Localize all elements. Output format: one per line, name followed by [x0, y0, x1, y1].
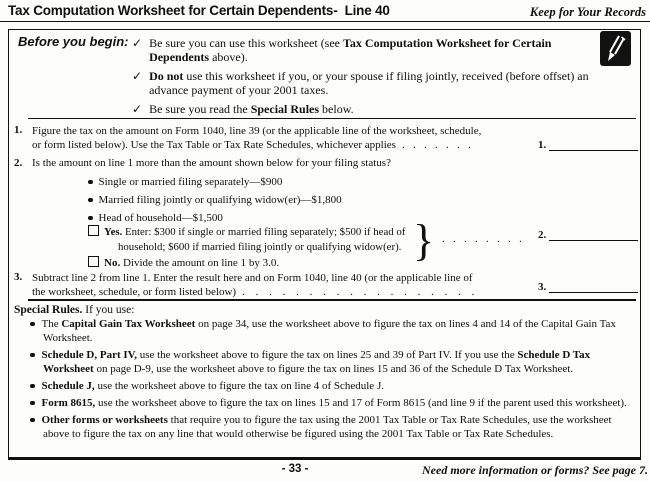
- special-rules-heading: Special Rules. If you use:: [14, 304, 134, 316]
- keep-for-records-note: Keep for Your Records: [529, 5, 646, 19]
- line-1-text-row: or form listed below). Use the Tax Table…: [32, 138, 572, 152]
- line-1-entry-label: 1.: [538, 139, 547, 151]
- footer-page-number: - 33 -: [281, 463, 309, 475]
- special-rules-item: The Capital Gain Tax Worksheet on page 3…: [30, 317, 634, 345]
- bullet-icon: [30, 321, 35, 326]
- text-segment: household; $600 if married filing jointl…: [118, 240, 402, 253]
- text-segment: that require you to figure the tax using…: [43, 414, 612, 440]
- checklist-item-text: Be sure you can use this worksheet (see …: [149, 36, 589, 64]
- footer-note: Need more information or forms? See page…: [422, 463, 648, 477]
- text-segment: Be sure you read the: [149, 102, 251, 116]
- dot-leader: . . . . . . .: [401, 139, 471, 151]
- text-segment: Be sure you can use this worksheet (see: [149, 36, 344, 50]
- line-3-text: Subtract line 2 from line 1. Enter the r…: [32, 271, 572, 299]
- text-segment: Divide the amount on line 1 by 3.0.: [122, 257, 280, 269]
- line-2-number: 2.: [14, 157, 23, 169]
- bullet-icon: [30, 400, 35, 405]
- page-title: Tax Computation Worksheet for Certain De…: [8, 3, 390, 18]
- yes-checkbox[interactable]: [88, 225, 99, 236]
- checkmark-icon: ✓: [132, 36, 143, 50]
- line-1-number: 1.: [14, 124, 23, 136]
- dot-leader: . . . . . . . .: [442, 233, 522, 245]
- text-segment: The: [41, 318, 62, 330]
- line-3-text-row: Subtract line 2 from line 1. Enter the r…: [32, 272, 473, 284]
- yes-option: Yes. Enter: $300 if single or married fi…: [88, 225, 433, 254]
- text-segment: on page 34, use the worksheet above to f…: [43, 318, 616, 344]
- checkmark-icon: ✓: [132, 69, 143, 83]
- line-1-entry-field[interactable]: [549, 140, 638, 151]
- bullet-icon: [88, 179, 93, 184]
- text-segment: on page D-9, use the worksheet above to …: [93, 363, 574, 375]
- line-3-entry-field[interactable]: [549, 282, 638, 293]
- checklist-item: ✓ Do not use this worksheet if you, or y…: [132, 69, 604, 97]
- dot-leader: . . . . . . . . . . . . . . . . . .: [242, 286, 475, 298]
- before-you-begin-label: Before you begin:: [18, 34, 129, 49]
- checklist-item-text: Do not use this worksheet if you, or you…: [149, 69, 589, 97]
- bullet-icon: [30, 352, 35, 357]
- text-segment-bold: Schedule J,: [41, 380, 95, 392]
- line-1-entry: 1.: [538, 140, 638, 151]
- text-segment-bold: Schedule D Tax Worksheet: [43, 349, 591, 375]
- special-rules-item: Other forms or worksheets that require y…: [30, 413, 634, 441]
- brace: }: [413, 216, 435, 265]
- line-1-text-row: Figure the tax on the amount on Form 104…: [32, 125, 482, 137]
- line-3-entry-label: 3.: [538, 281, 547, 293]
- filing-status-text: Single or married filing separately—$900: [98, 176, 283, 188]
- line-1-text: Figure the tax on the amount on Form 104…: [32, 124, 572, 152]
- filing-status-bullet: Married filing jointly or qualifying wid…: [88, 194, 342, 206]
- text-segment: use the worksheet above to figure the ta…: [95, 397, 627, 409]
- text-segment-bold: Capital Gain Tax Worksheet: [61, 318, 196, 330]
- bullet-icon: [30, 383, 35, 388]
- text-segment: use the worksheet above to figure the ta…: [94, 380, 384, 392]
- worksheet-box: [8, 29, 641, 460]
- pencil-icon: [600, 31, 631, 66]
- text-segment: above).: [209, 50, 248, 64]
- text-segment-bold: Tax Computation Worksheet for Certain De…: [149, 36, 552, 64]
- no-label: No.: [104, 257, 121, 269]
- line-3-text-row: the worksheet, schedule, or form listed …: [32, 285, 572, 299]
- line-3-entry: 3.: [538, 282, 638, 293]
- text-segment: the worksheet, schedule, or form listed …: [32, 286, 237, 298]
- filing-status-text: Married filing jointly or qualifying wid…: [98, 194, 342, 206]
- special-rules-item: Schedule D, Part IV, use the worksheet a…: [30, 348, 634, 376]
- filing-status-text: Head of household—$1,500: [98, 212, 223, 224]
- special-rules-heading-bold: Special Rules.: [14, 304, 83, 316]
- checklist-item: ✓ Be sure you can use this worksheet (se…: [132, 36, 604, 64]
- filing-status-bullet: Single or married filing separately—$900: [88, 176, 342, 188]
- line-2-entry-label: 2.: [538, 229, 547, 241]
- filing-status-bullet: Head of household—$1,500: [88, 212, 342, 224]
- text-segment: below.: [319, 102, 354, 116]
- text-segment: use the worksheet above to figure the ta…: [136, 349, 518, 361]
- bullet-icon: [88, 197, 93, 202]
- no-checkbox[interactable]: [88, 256, 99, 267]
- checklist-item: ✓ Be sure you read the Special Rules bel…: [132, 102, 604, 116]
- text-segment: If you use:: [82, 304, 135, 316]
- line-2-entry-field[interactable]: [549, 230, 638, 241]
- text-segment-bold: Schedule D, Part IV,: [41, 349, 137, 361]
- yes-label: Yes.: [104, 226, 123, 238]
- text-segment: Enter: $300 if single or married filing …: [125, 226, 406, 238]
- text-segment-bold: Other forms or worksheets: [41, 414, 168, 426]
- line-2-entry: 2.: [538, 230, 638, 241]
- special-rules-item: Form 8615, use the worksheet above to fi…: [30, 396, 634, 410]
- special-rules-list: The Capital Gain Tax Worksheet on page 3…: [30, 317, 634, 444]
- text-segment-bold: Special Rules: [250, 102, 320, 116]
- text-segment: or form listed below). Use the Tax Table…: [32, 139, 396, 151]
- checklist-item-text: Be sure you read the Special Rules below…: [149, 102, 589, 116]
- no-option: No. Divide the amount on line 1 by 3.0.: [88, 256, 279, 269]
- section-divider: [28, 118, 636, 119]
- bullet-icon: [88, 215, 93, 220]
- line-2-question: Is the amount on line 1 more than the am…: [32, 157, 391, 169]
- before-you-begin-checklist: ✓ Be sure you can use this worksheet (se…: [132, 36, 604, 121]
- bullet-icon: [30, 417, 35, 422]
- filing-status-bullet-list: Single or married filing separately—$900…: [88, 176, 342, 230]
- text-segment: use this worksheet if you, or your spous…: [149, 69, 589, 97]
- line-3-number: 3.: [14, 271, 23, 283]
- text-segment-bold: Do not: [149, 69, 184, 83]
- checkmark-icon: ✓: [132, 102, 143, 116]
- header-divider: [0, 21, 650, 22]
- special-rules-item: Schedule J, use the worksheet above to f…: [30, 379, 634, 393]
- section-divider: [28, 299, 636, 301]
- text-segment-bold: Form 8615,: [41, 397, 96, 409]
